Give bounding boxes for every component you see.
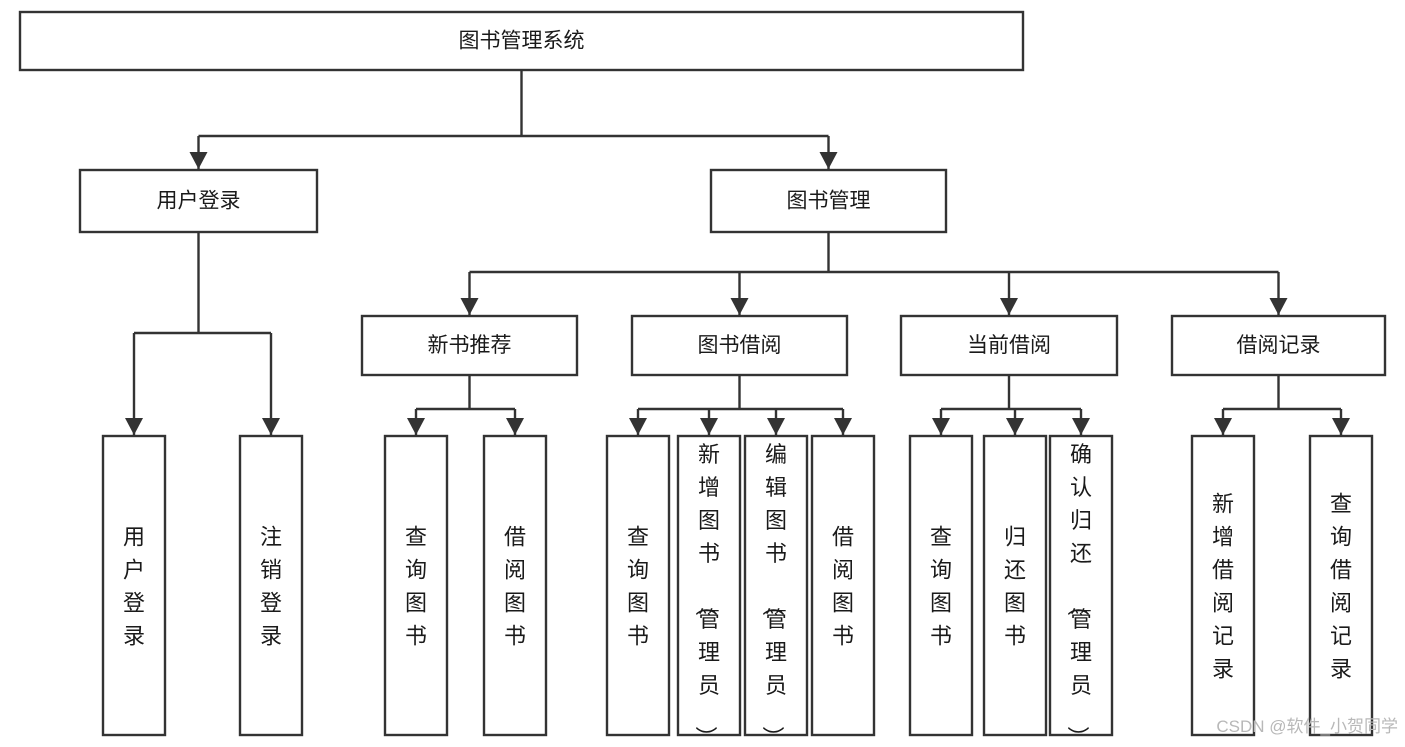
- arrow-head-new-book-recommend-0: [407, 418, 425, 435]
- node-leaf-query-borrow-record[interactable]: 查询借阅记录: [1308, 434, 1374, 737]
- node-leaf-add-borrow-record[interactable]: 新增借阅记录: [1190, 434, 1256, 737]
- node-label-user-login: 用户登录: [157, 190, 241, 213]
- node-root[interactable]: 图书管理系统: [18, 10, 1025, 72]
- node-label-leaf-add-borrow-record: 新增借阅记录: [1212, 492, 1234, 682]
- node-label-current-borrow: 当前借阅: [967, 334, 1051, 357]
- node-label-root: 图书管理系统: [459, 30, 585, 53]
- node-label-leaf-add-book: 新增图书（管理员）: [693, 442, 720, 747]
- arrow-head-borrow-record-0: [1214, 418, 1232, 435]
- node-box-new-book-recommend: [360, 314, 579, 377]
- node-label-new-book-recommend: 新书推荐: [428, 334, 512, 357]
- node-box-leaf-edit-book: [743, 434, 809, 737]
- arrow-head-book-borrow-2: [767, 418, 785, 435]
- arrow-head-book-borrow-0: [629, 418, 647, 435]
- node-box-leaf-query-book-2: [605, 434, 671, 737]
- node-box-book-manage: [709, 168, 948, 234]
- node-box-leaf-add-book: [676, 434, 742, 737]
- node-box-book-borrow: [630, 314, 849, 377]
- node-current-borrow[interactable]: 当前借阅: [899, 314, 1119, 377]
- node-box-current-borrow: [899, 314, 1119, 377]
- node-label-leaf-return-book: 归还图书: [1004, 525, 1026, 649]
- node-label-leaf-borrow-book-1: 借阅图书: [504, 525, 526, 649]
- node-box-leaf-confirm-return: [1048, 434, 1114, 737]
- arrow-head-book-manage-3: [1269, 298, 1288, 315]
- arrow-head-borrow-record-1: [1332, 418, 1350, 435]
- node-leaf-query-book-2[interactable]: 查询图书: [605, 434, 671, 737]
- csdn-watermark: CSDN @软件_小贺同学: [1216, 717, 1398, 736]
- node-box-leaf-user-login: [101, 434, 167, 737]
- arrow-head-user-login-0: [125, 418, 143, 435]
- node-box-leaf-borrow-book-2: [810, 434, 876, 737]
- arrow-head-user-login-1: [262, 418, 280, 435]
- arrow-head-current-borrow-0: [932, 418, 950, 435]
- arrow-head-book-borrow-1: [700, 418, 718, 435]
- node-leaf-query-book-1[interactable]: 查询图书: [383, 434, 449, 737]
- arrow-head-book-manage-1: [730, 298, 749, 315]
- node-book-borrow[interactable]: 图书借阅: [630, 314, 849, 377]
- arrow-head-current-borrow-1: [1006, 418, 1024, 435]
- node-box-leaf-return-book: [982, 434, 1048, 737]
- node-book-manage[interactable]: 图书管理: [709, 168, 948, 234]
- node-box-leaf-borrow-book-1: [482, 434, 548, 737]
- node-leaf-return-book[interactable]: 归还图书: [982, 434, 1048, 737]
- node-label-leaf-query-borrow-record: 查询借阅记录: [1330, 492, 1352, 682]
- node-leaf-edit-book[interactable]: 编辑图书（管理员）: [743, 434, 809, 747]
- node-leaf-borrow-book-2[interactable]: 借阅图书: [810, 434, 876, 737]
- node-label-leaf-borrow-book-2: 借阅图书: [832, 525, 854, 649]
- connector-layer: [125, 70, 1350, 435]
- node-borrow-record[interactable]: 借阅记录: [1170, 314, 1387, 377]
- node-box-root: [18, 10, 1025, 72]
- node-box-borrow-record: [1170, 314, 1387, 377]
- arrow-head-new-book-recommend-1: [506, 418, 524, 435]
- node-label-borrow-record: 借阅记录: [1237, 334, 1321, 357]
- node-new-book-recommend[interactable]: 新书推荐: [360, 314, 579, 377]
- node-leaf-user-login[interactable]: 用户登录: [101, 434, 167, 737]
- arrow-head-current-borrow-2: [1072, 418, 1090, 435]
- node-box-leaf-query-book-3: [908, 434, 974, 737]
- node-label-leaf-edit-book: 编辑图书（管理员）: [760, 442, 787, 747]
- node-label-leaf-logout: 注销登录: [260, 525, 282, 649]
- node-leaf-add-book[interactable]: 新增图书（管理员）: [676, 434, 742, 747]
- node-label-leaf-confirm-return: 确认归还（管理员）: [1065, 442, 1092, 747]
- node-leaf-confirm-return[interactable]: 确认归还（管理员）: [1048, 434, 1114, 747]
- node-box-leaf-query-borrow-record: [1308, 434, 1374, 737]
- node-label-book-borrow: 图书借阅: [698, 334, 782, 357]
- node-box-leaf-add-borrow-record: [1190, 434, 1256, 737]
- node-label-book-manage: 图书管理: [787, 190, 871, 213]
- arrow-head-book-borrow-3: [834, 418, 852, 435]
- node-label-leaf-query-book-1: 查询图书: [405, 525, 427, 649]
- node-box-leaf-logout: [238, 434, 304, 737]
- node-label-leaf-query-book-2: 查询图书: [627, 525, 649, 649]
- arrow-head-book-manage-2: [1000, 298, 1018, 315]
- node-label-leaf-user-login: 用户登录: [123, 525, 145, 649]
- node-box-leaf-query-book-1: [383, 434, 449, 737]
- node-leaf-borrow-book-1[interactable]: 借阅图书: [482, 434, 548, 737]
- node-leaf-query-book-3[interactable]: 查询图书: [908, 434, 974, 737]
- node-label-leaf-query-book-3: 查询图书: [930, 525, 952, 649]
- arrow-head-book-manage-0: [460, 298, 479, 315]
- node-user-login[interactable]: 用户登录: [78, 168, 319, 234]
- node-leaf-logout[interactable]: 注销登录: [238, 434, 304, 737]
- node-layer: 图书管理系统用户登录图书管理新书推荐图书借阅当前借阅借阅记录用户登录注销登录查询…: [18, 10, 1387, 747]
- node-box-user-login: [78, 168, 319, 234]
- arrow-head-root-1: [819, 152, 838, 169]
- arrow-head-root-0: [189, 152, 208, 169]
